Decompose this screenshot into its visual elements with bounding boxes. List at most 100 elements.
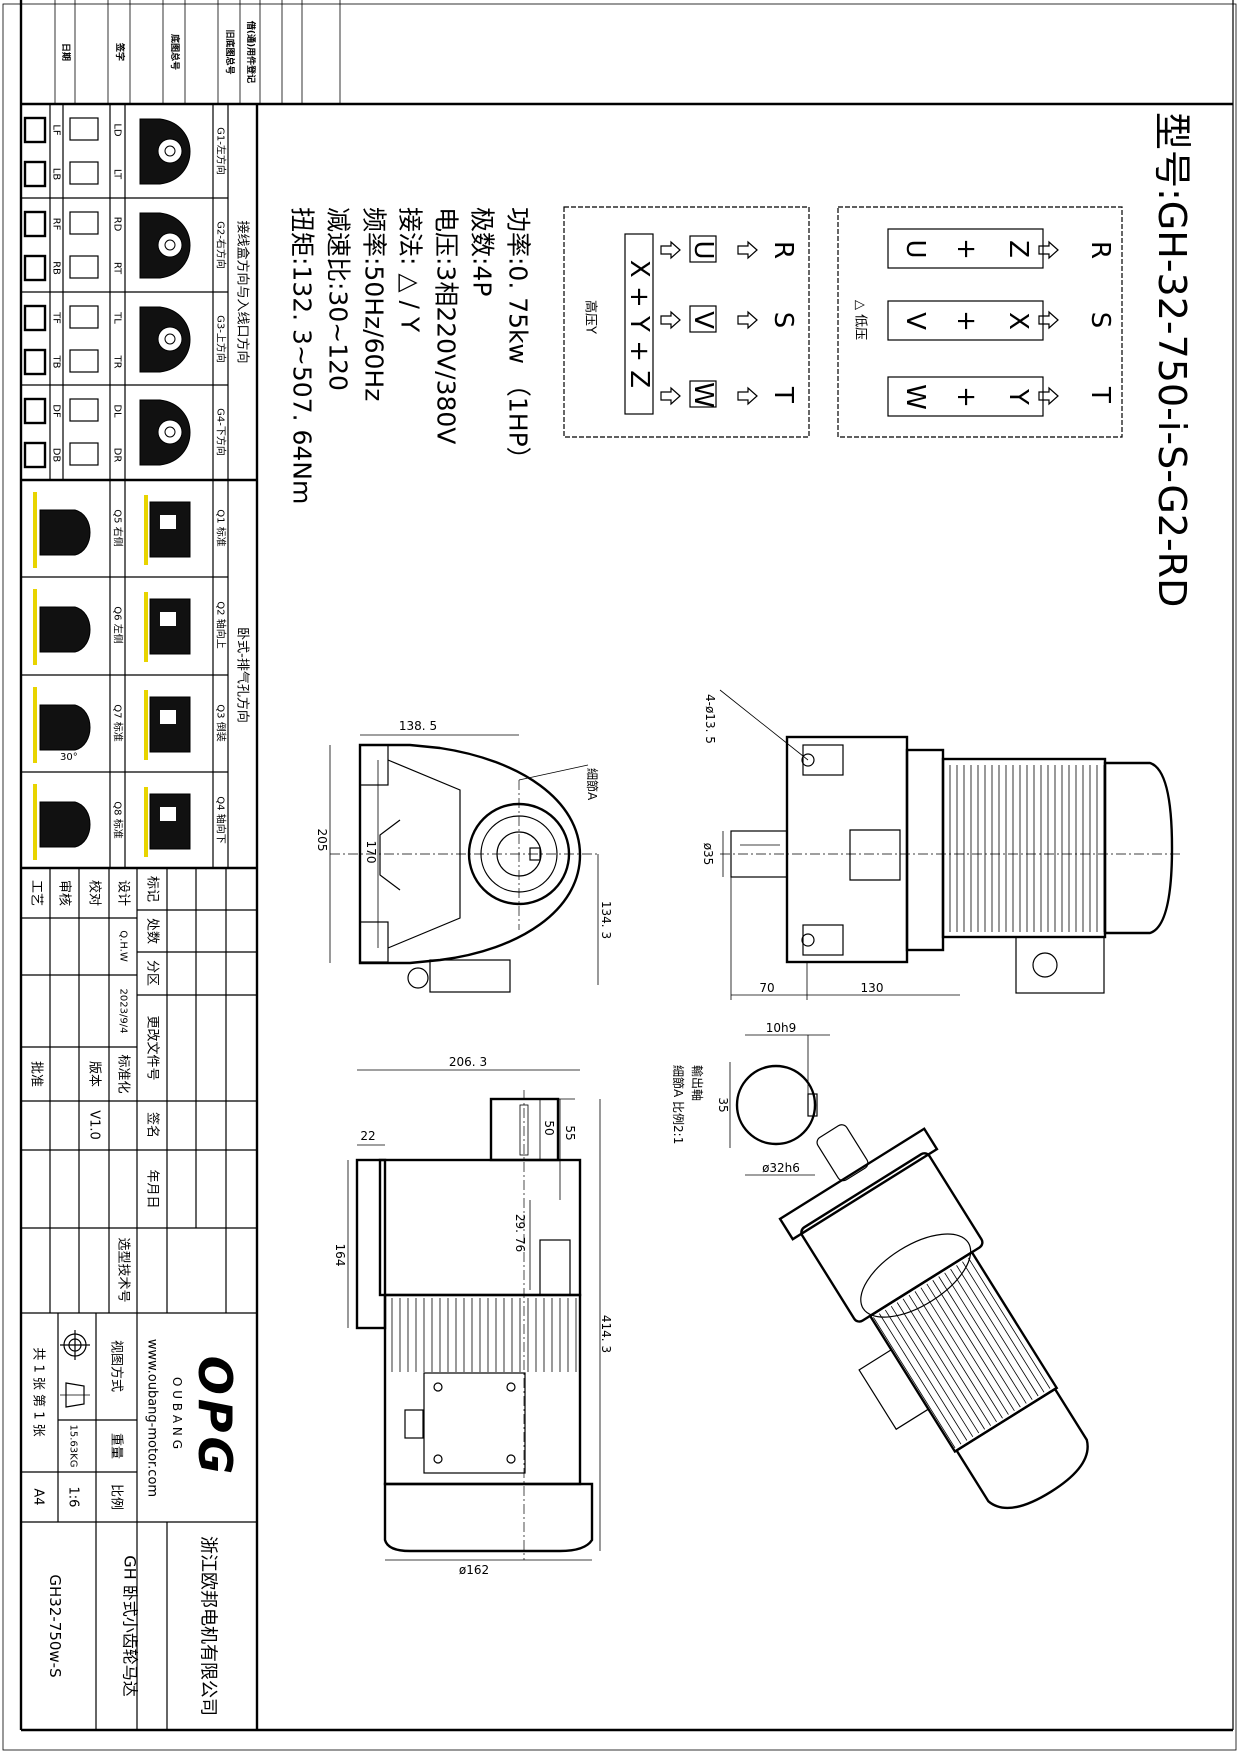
cooling-fin (873, 1317, 956, 1449)
terminal-r: R (1085, 241, 1115, 259)
orientation-code: DL (112, 404, 123, 418)
mount-label: Q1 标准 (215, 509, 227, 546)
dim-key-height: 35 (716, 1097, 730, 1112)
cooling-fin (944, 1272, 1027, 1404)
designer-value: Q.H.W (118, 930, 129, 962)
junction-box-icon (23, 160, 47, 188)
group-label: G4-下方向 (215, 408, 228, 456)
group-label: G3-上方向 (215, 315, 228, 363)
cooling-fin (968, 1257, 1051, 1389)
brand-name: O U B A N G (170, 1377, 184, 1449)
section-title-junction-box: 接线盒方向与入线口方向 (235, 220, 251, 363)
cooling-fin (908, 1294, 991, 1426)
header-borrow-label: 借(通)用件登记 (245, 20, 257, 83)
hv-box-u: U (688, 240, 718, 259)
orientation-code: LF (51, 124, 62, 136)
jumper-box-3 (887, 376, 1044, 417)
spec-voltage: 电压:3相220V/380V (432, 207, 461, 444)
shaft-detail-drawing: 10h9 35 ø32h6 輸出軸 細節A 比例2:1 (671, 1021, 830, 1176)
hv-terminal-s: S (768, 312, 798, 329)
sheet-count: 共 1 张 第 1 张 (31, 1347, 46, 1436)
product-name: GH 卧式小齿轮马达 (121, 1555, 140, 1697)
motor-mount-icon (144, 592, 191, 662)
mount-label: Q3 倒装 (215, 704, 228, 741)
dim-motor-diameter: ø162 (459, 1563, 489, 1577)
jumper-box-2 (887, 300, 1044, 341)
cooling-fin (926, 1283, 1009, 1415)
motor-mount-icon (144, 495, 191, 565)
weight-value: 15.63KG (68, 1425, 79, 1468)
dim-shaft-55: 55 (563, 1125, 577, 1140)
header-old-base-no-label: 旧底图总号 (224, 29, 236, 74)
company-website: www.oubang-motor.com (145, 1339, 160, 1497)
gearbox-orientation-icon (139, 212, 191, 279)
header-sign-label: 签字 (114, 42, 126, 61)
section-title-horizontal-vent: 卧式-排气孔方向 (235, 627, 251, 723)
label-zone: 分区 (145, 960, 160, 986)
jumper-1-a: Z (1003, 240, 1033, 258)
gearbox-orientation-icon (139, 306, 191, 373)
spec-poles: 极数:4P (468, 207, 497, 296)
first-angle-projection-icon (60, 1330, 90, 1408)
dim-front-height: 205 (315, 829, 329, 852)
side-view-drawing: 4-ø13. 5 ø35 70 130 (701, 689, 1180, 1000)
label-process: 工艺 (29, 880, 44, 906)
junction-box-icon (69, 442, 99, 466)
junction-box-icon (69, 305, 99, 329)
mount-label: Q4 轴向下 (215, 796, 228, 843)
cooling-fin (938, 1276, 1021, 1408)
motor-side-icon (33, 687, 91, 763)
label-view-method: 视图方式 (109, 1340, 125, 1392)
orientation-panel: 接线盒方向与入线口方向 卧式-排气孔方向 G1-左方向LDLTLFLBG2-右方… (21, 104, 259, 1730)
low-voltage-label: △ 低压 (853, 300, 868, 340)
jumper-3-a: Y (1003, 388, 1033, 405)
junction-box-icon (23, 210, 47, 238)
label-standardize: 标准化 (116, 1054, 131, 1093)
cooling-fin (932, 1280, 1015, 1412)
motor-mount-icon (144, 690, 191, 760)
dim-shaft-length: 70 (759, 981, 774, 995)
jumper-2-b: V (900, 312, 930, 330)
orientation-code: TL (112, 311, 123, 324)
spec-list: 功率:0. 75kw （1HP） 极数:4P 电压:3相220V/380V 接法… (288, 207, 533, 504)
isometric-view-drawing (778, 1124, 1089, 1510)
jumper-3-b: W (900, 384, 930, 410)
jumper-1-b: U (900, 239, 930, 258)
header-base-no-label: 底图总号 (169, 34, 181, 70)
dim-overall-length: 414. 3 (599, 1315, 613, 1353)
dim-base-164: 164 (333, 1244, 347, 1267)
header-strip: 日期 签字 底图总号 旧底图总号 借(通)用件登记 (54, 0, 341, 104)
dim-overall-width: 206. 3 (449, 1055, 487, 1069)
group-label: G1-左方向 (215, 127, 228, 175)
arrow-icon (660, 240, 758, 406)
scale-value: 1:6 (66, 1487, 81, 1508)
label-version: 版本 (87, 1061, 102, 1087)
detail-a-callout: 細節A (585, 768, 600, 801)
junction-box-icon (69, 255, 99, 279)
wiring-low-voltage-box: △ 低压 R S T Z + U X + V Y + W (837, 206, 1123, 438)
terminal-t: T (1085, 386, 1115, 403)
tilt-angle-label: 30° (60, 752, 78, 763)
motor-side-icon (33, 784, 91, 860)
front-view-drawing: 138. 5 205 170 細節A 134. 3 (315, 719, 613, 993)
spec-ratio: 减速比:30~120 (324, 207, 353, 391)
outer-border (2, 3, 1237, 1751)
high-voltage-label: 高压Y (583, 300, 599, 334)
label-scale: 比例 (109, 1484, 124, 1510)
junction-box-icon (23, 441, 47, 469)
version-value: V1.0 (87, 1110, 102, 1140)
drawing-number: GH32-750w-S (46, 1574, 64, 1677)
motor-side-icon (33, 589, 91, 665)
orientation-code: LB (51, 168, 62, 181)
model-title: 型号:GH-32-750-i-S-G2-RD (1150, 112, 1194, 607)
dim-flange-thickness: 22 (360, 1129, 375, 1143)
label-change-doc: 更改文件号 (145, 1015, 160, 1080)
dim-key-width: 10h9 (766, 1021, 797, 1035)
junction-box-icon (23, 348, 47, 376)
jumper-2-plus: + (951, 310, 981, 332)
